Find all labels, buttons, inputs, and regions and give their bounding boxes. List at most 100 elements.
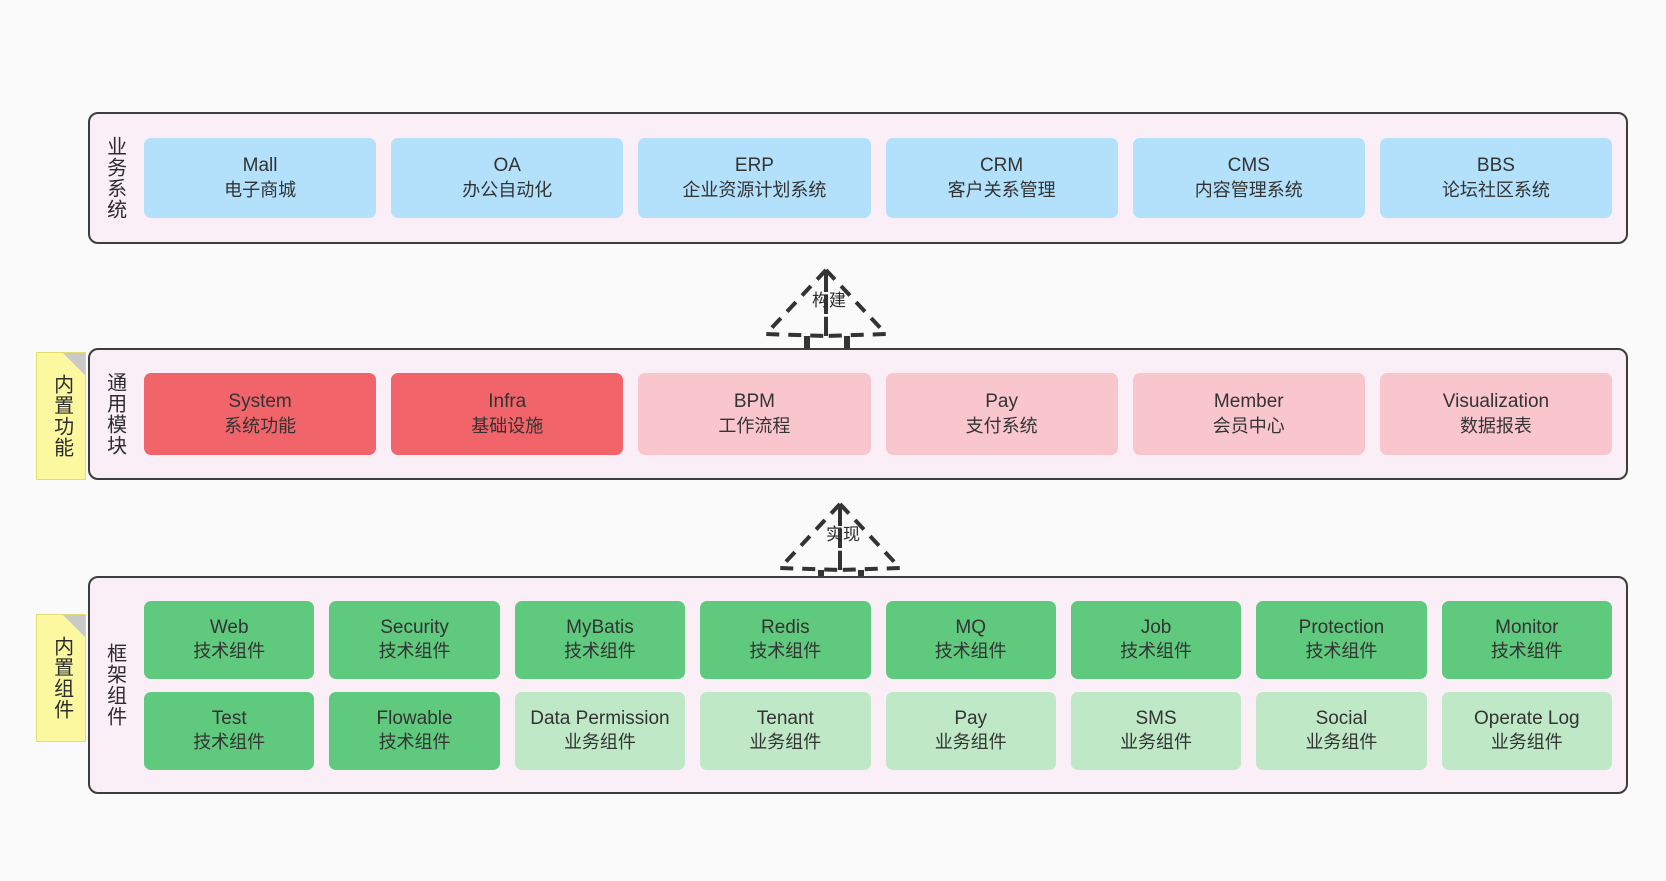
framework-components-row-tech: Web 技术组件 Security 技术组件 MyBatis 技术组件 Redi…: [144, 600, 1612, 679]
node-member[interactable]: Member 会员中心: [1132, 373, 1365, 455]
node-pay-module-name: Pay: [985, 391, 1018, 413]
node-flowable[interactable]: Flowable 技术组件: [329, 691, 500, 770]
layer-common-modules: 通用模块 System 系统功能 Infra 基础设施 BPM 工作流程 Pay: [88, 348, 1628, 480]
node-cms-desc: 内容管理系统: [1194, 179, 1303, 200]
node-bpm[interactable]: BPM 工作流程: [638, 373, 871, 455]
node-visualization[interactable]: Visualization 数据报表: [1379, 373, 1613, 455]
common-modules-row: System 系统功能 Infra 基础设施 BPM 工作流程 Pay 支付系统…: [144, 373, 1613, 455]
node-bpm-name: BPM: [733, 391, 776, 413]
node-security-desc: 技术组件: [378, 641, 451, 662]
connector-build-label: 构建: [812, 291, 846, 310]
node-pay-component-desc: 业务组件: [934, 732, 1007, 753]
node-oa-name: OA: [493, 155, 521, 177]
layer-business-systems-title: 业务系统: [103, 136, 126, 220]
node-job[interactable]: Job 技术组件: [1070, 600, 1242, 679]
node-tenant-desc: 业务组件: [749, 732, 822, 753]
layer-framework-components-title: 框架组件: [103, 643, 126, 727]
node-flowable-name: Flowable: [376, 707, 453, 729]
node-pay-module[interactable]: Pay 支付系统: [885, 373, 1118, 455]
layer-framework-components: 框架组件 Web 技术组件 Security 技术组件 MyBatis 技术组件…: [88, 576, 1628, 794]
node-member-desc: 会员中心: [1212, 415, 1285, 436]
node-pay-component[interactable]: Pay 业务组件: [885, 691, 1056, 770]
node-bbs-desc: 论坛社区系统: [1441, 179, 1550, 200]
node-social-name: Social: [1315, 707, 1368, 729]
layer-framework-components-body: Web 技术组件 Security 技术组件 MyBatis 技术组件 Redi…: [138, 578, 1626, 792]
node-erp-desc: 企业资源计划系统: [682, 179, 827, 200]
node-system-desc: 系统功能: [224, 415, 297, 436]
node-web-name: Web: [209, 616, 249, 638]
node-mq-desc: 技术组件: [934, 641, 1007, 662]
node-monitor[interactable]: Monitor 技术组件: [1441, 600, 1612, 679]
node-system-name: System: [228, 391, 292, 413]
sticky-note-builtin-function: 内置功能: [36, 352, 86, 480]
node-oa[interactable]: OA 办公自动化: [391, 138, 624, 218]
node-test-desc: 技术组件: [193, 732, 266, 753]
node-test-name: Test: [211, 707, 247, 729]
node-sms-desc: 业务组件: [1120, 732, 1193, 753]
node-job-desc: 技术组件: [1120, 641, 1193, 662]
node-mall-desc: 电子商城: [224, 179, 297, 200]
node-system[interactable]: System 系统功能: [144, 373, 377, 455]
node-crm-name: CRM: [979, 155, 1024, 177]
connector-build: 构建: [758, 258, 918, 350]
node-data-permission[interactable]: Data Permission 业务组件: [514, 691, 686, 770]
node-cms[interactable]: CMS 内容管理系统: [1132, 138, 1365, 218]
node-data-permission-name: Data Permission: [530, 707, 670, 729]
node-sms[interactable]: SMS 业务组件: [1070, 691, 1242, 770]
connector-implement: 实现: [772, 492, 932, 584]
node-redis-desc: 技术组件: [749, 641, 822, 662]
node-crm[interactable]: CRM 客户关系管理: [885, 138, 1118, 218]
node-mybatis[interactable]: MyBatis 技术组件: [514, 600, 686, 679]
layer-common-modules-body: System 系统功能 Infra 基础设施 BPM 工作流程 Pay 支付系统…: [138, 350, 1626, 478]
node-data-permission-desc: 业务组件: [563, 732, 636, 753]
node-protection[interactable]: Protection 技术组件: [1256, 600, 1427, 679]
node-protection-desc: 技术组件: [1305, 641, 1378, 662]
node-bpm-desc: 工作流程: [718, 415, 791, 436]
layer-business-systems: 业务系统 Mall 电子商城 OA 办公自动化 ERP 企业资源计划系统 CRM: [88, 112, 1628, 244]
node-visualization-desc: 数据报表: [1459, 415, 1532, 436]
node-monitor-name: Monitor: [1495, 616, 1559, 638]
node-operate-log-name: Operate Log: [1473, 707, 1580, 729]
node-infra-desc: 基础设施: [471, 415, 544, 436]
node-mq[interactable]: MQ 技术组件: [885, 600, 1056, 679]
sticky-note-builtin-component-label: 内置组件: [50, 636, 73, 720]
node-tenant-name: Tenant: [756, 707, 814, 729]
node-mall[interactable]: Mall 电子商城: [144, 138, 377, 218]
node-mall-name: Mall: [242, 155, 278, 177]
node-security[interactable]: Security 技术组件: [329, 600, 500, 679]
node-infra[interactable]: Infra 基础设施: [391, 373, 624, 455]
node-bbs[interactable]: BBS 论坛社区系统: [1379, 138, 1613, 218]
node-flowable-desc: 技术组件: [378, 732, 451, 753]
node-crm-desc: 客户关系管理: [947, 179, 1056, 200]
framework-components-row-business: Test 技术组件 Flowable 技术组件 Data Permission …: [144, 691, 1612, 770]
layer-common-modules-title: 通用模块: [103, 372, 126, 456]
node-infra-name: Infra: [488, 391, 527, 413]
node-pay-module-desc: 支付系统: [965, 415, 1038, 436]
node-visualization-name: Visualization: [1442, 391, 1550, 413]
note-fold-corner-icon: [63, 615, 85, 637]
node-sms-name: SMS: [1135, 707, 1177, 729]
node-security-name: Security: [380, 616, 449, 638]
node-social[interactable]: Social 业务组件: [1256, 691, 1427, 770]
node-pay-component-name: Pay: [954, 707, 988, 729]
node-job-name: Job: [1140, 616, 1172, 638]
node-social-desc: 业务组件: [1305, 732, 1378, 753]
node-bbs-name: BBS: [1476, 155, 1515, 177]
node-redis-name: Redis: [761, 616, 810, 638]
node-web[interactable]: Web 技术组件: [144, 600, 315, 679]
node-operate-log[interactable]: Operate Log 业务组件: [1441, 691, 1612, 770]
node-member-name: Member: [1213, 391, 1284, 413]
layer-business-systems-body: Mall 电子商城 OA 办公自动化 ERP 企业资源计划系统 CRM 客户关系…: [138, 114, 1626, 242]
node-erp-name: ERP: [734, 155, 774, 177]
node-mybatis-desc: 技术组件: [563, 641, 636, 662]
node-cms-name: CMS: [1227, 155, 1270, 177]
node-tenant[interactable]: Tenant 业务组件: [700, 691, 871, 770]
note-fold-corner-icon: [63, 353, 85, 375]
node-redis[interactable]: Redis 技术组件: [700, 600, 871, 679]
node-mybatis-name: MyBatis: [566, 616, 634, 638]
node-test[interactable]: Test 技术组件: [144, 691, 315, 770]
node-erp[interactable]: ERP 企业资源计划系统: [638, 138, 871, 218]
node-monitor-desc: 技术组件: [1490, 641, 1563, 662]
connector-implement-label: 实现: [826, 525, 860, 544]
